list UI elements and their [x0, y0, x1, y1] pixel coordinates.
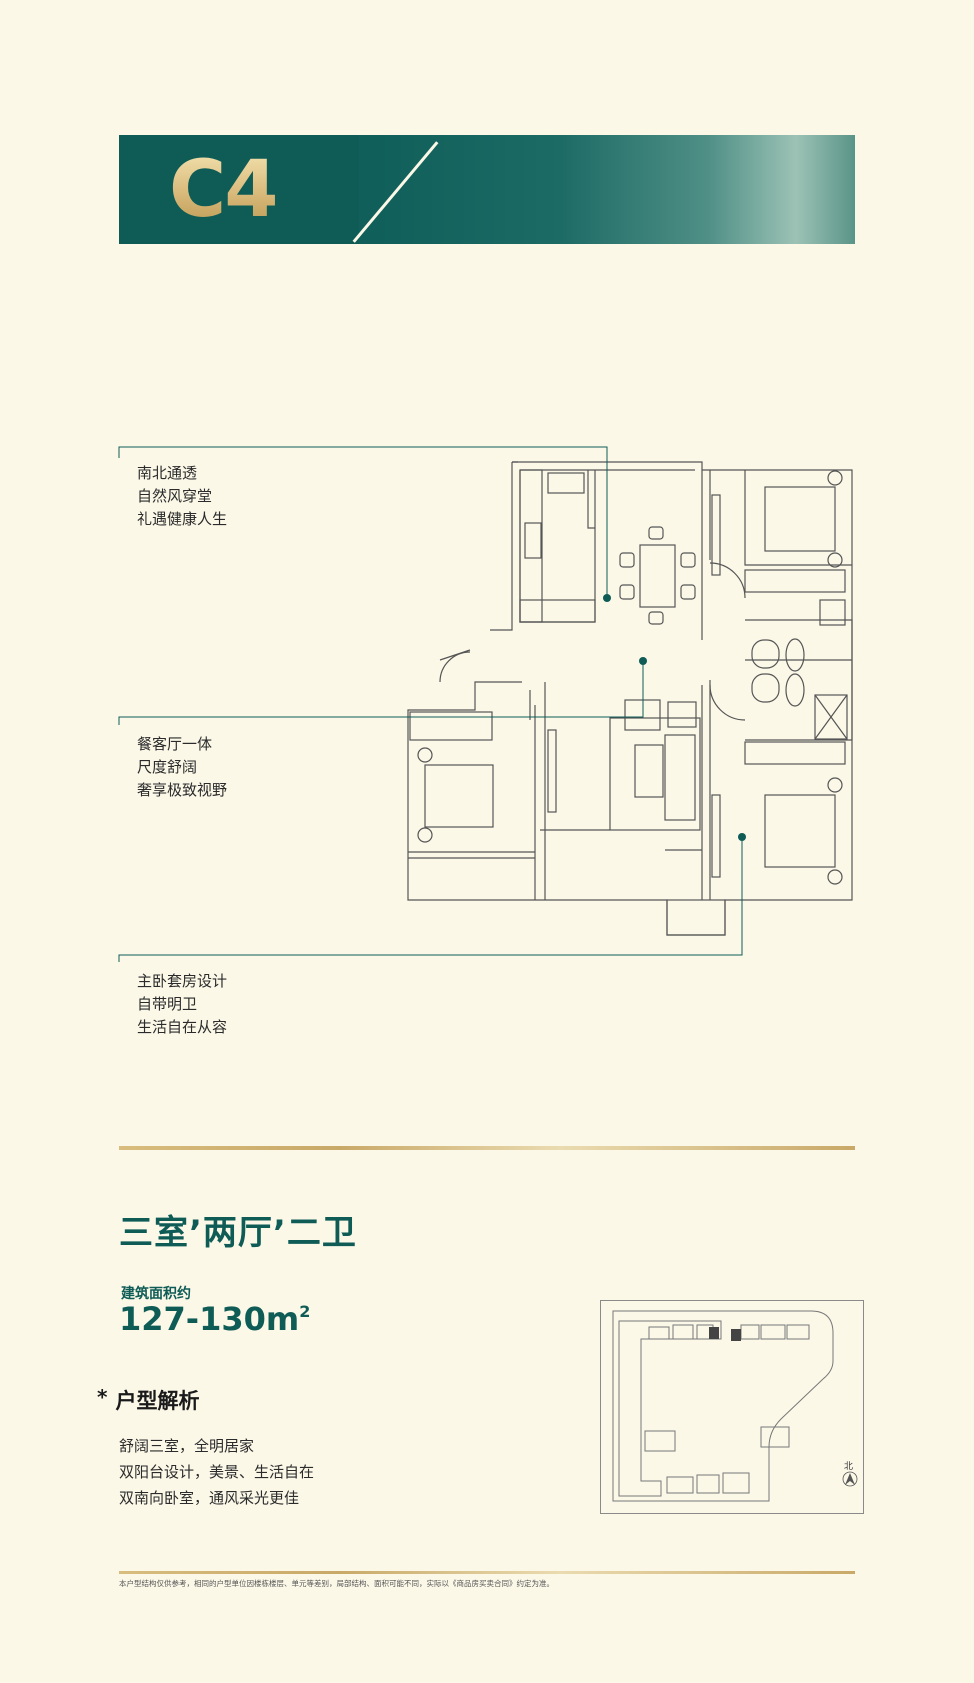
analysis-title: * 户型解析 — [97, 1385, 199, 1415]
asterisk-icon: * — [97, 1385, 108, 1409]
analysis-title-text: 户型解析 — [115, 1389, 200, 1413]
area-label: 建筑面积约 — [121, 1286, 191, 1302]
analysis-line: 双阳台设计，美景、生活自在 — [119, 1463, 315, 1481]
callout-master-suite: 主卧套房设计 自带明卫 生活自在从容 — [137, 970, 227, 1039]
callout-line: 奢享极致视野 — [137, 781, 228, 799]
callout-line: 自然风穿堂 — [137, 487, 213, 505]
callout-line: 礼遇健康人生 — [137, 510, 228, 528]
gold-divider-top — [119, 1146, 855, 1150]
area-number: 127-130m — [119, 1300, 300, 1338]
area-unit-superscript: 2 — [299, 1302, 311, 1321]
callout-line: 餐客厅一体 — [137, 735, 213, 753]
callout-line: 尺度舒阔 — [137, 758, 198, 776]
analysis-line: 舒阔三室，全明居家 — [119, 1437, 255, 1455]
callout-line: 生活自在从容 — [137, 1018, 228, 1036]
building-marker — [709, 1327, 719, 1339]
area-value: 127-130m2 — [119, 1300, 310, 1338]
callout-line: 主卧套房设计 — [137, 972, 228, 990]
analysis-list: 舒阔三室，全明居家 双阳台设计，美景、生活自在 双南向卧室，通风采光更佳 — [119, 1433, 314, 1511]
site-plan-drawing: 北 — [612, 1310, 858, 1502]
analysis-line: 双南向卧室，通风采光更佳 — [119, 1489, 300, 1507]
callout-living-dining: 餐客厅一体 尺度舒阔 奢享极致视野 — [137, 733, 227, 802]
building-marker — [731, 1329, 741, 1341]
site-plan-map: 北 — [600, 1300, 864, 1514]
layout-title: 三室’两厅’二卫 — [119, 1213, 357, 1253]
north-label: 北 — [844, 1461, 853, 1472]
callout-ventilation: 南北通透 自然风穿堂 礼遇健康人生 — [137, 462, 227, 531]
unit-banner: C4 — [119, 135, 855, 244]
callout-line: 自带明卫 — [137, 995, 198, 1013]
banner-left-panel — [119, 135, 359, 244]
unit-code: C4 — [169, 145, 279, 235]
gold-divider-bottom — [119, 1571, 855, 1574]
callout-line: 南北通透 — [137, 464, 198, 482]
disclaimer-text: 本户型结构仅供参考，相同的户型单位因楼栋楼层、单元等差别，局部结构、面积可能不同… — [119, 1579, 554, 1588]
north-arrow-icon — [842, 1471, 858, 1487]
